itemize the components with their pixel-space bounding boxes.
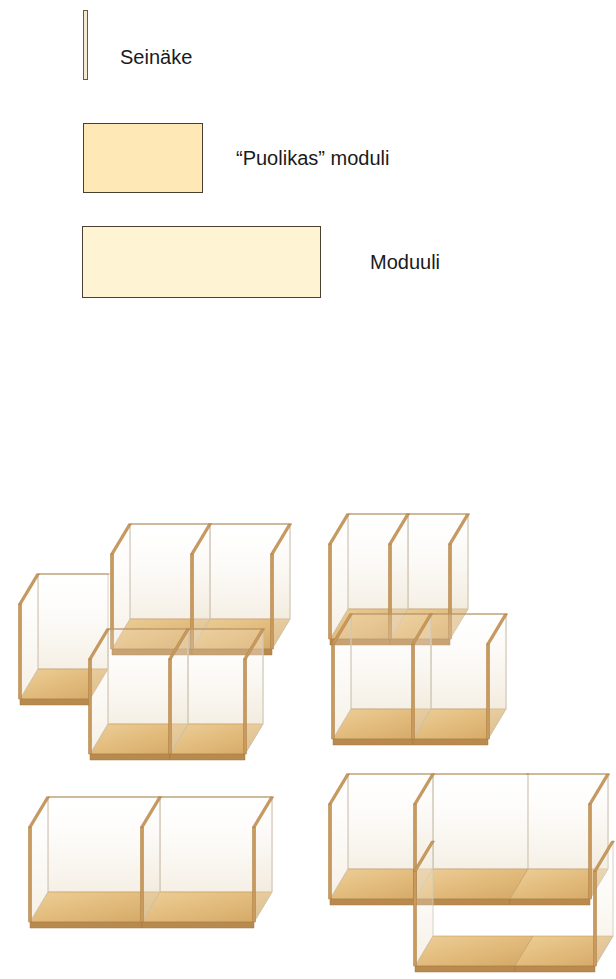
half-module-swatch (83, 123, 203, 193)
module-part (37, 574, 110, 575)
module-part (169, 659, 172, 754)
module-part (333, 739, 413, 745)
module-part (329, 544, 332, 639)
module-part (330, 774, 348, 899)
module-part (29, 797, 50, 827)
module-part (433, 774, 528, 869)
module-part (415, 966, 515, 972)
module-part (170, 754, 245, 760)
module-part (209, 524, 292, 525)
module-part (30, 797, 48, 922)
module-part (589, 774, 610, 804)
module-part (347, 774, 435, 775)
legend-label: Seinäke (120, 45, 192, 69)
module-part (432, 774, 530, 775)
module-part (350, 614, 433, 615)
module-part (20, 574, 38, 699)
module-part (89, 659, 92, 754)
module-part (329, 774, 350, 804)
module-part (414, 841, 435, 871)
module-part (594, 841, 615, 871)
module-part (594, 871, 597, 966)
module-part (527, 774, 610, 775)
module-part (111, 524, 132, 554)
module-part (272, 524, 290, 649)
module-part (589, 804, 592, 899)
module-part (159, 797, 274, 798)
module-part (170, 629, 188, 754)
module-part (415, 841, 433, 966)
legend-label: Moduuli (370, 250, 440, 274)
module-part (488, 614, 506, 739)
module-part (271, 554, 274, 649)
module-swatch (82, 226, 321, 298)
module-part (414, 774, 435, 804)
module-part (191, 524, 212, 554)
module-part (187, 629, 265, 630)
module-part (487, 644, 490, 739)
module-part (19, 574, 40, 604)
module-part (595, 841, 613, 966)
module-part (129, 524, 212, 525)
module-part (244, 659, 247, 754)
module-part (330, 899, 415, 905)
module-part (253, 797, 274, 827)
wall-sample (83, 10, 88, 80)
module-part (254, 797, 272, 922)
module-part (389, 514, 410, 544)
module-part (412, 614, 433, 644)
module-part (30, 922, 142, 928)
module-part (141, 797, 162, 827)
module-part (414, 871, 417, 966)
module-part (20, 699, 90, 705)
module-part (271, 524, 292, 554)
module-part (449, 514, 470, 544)
module-part (142, 922, 254, 928)
module-part (89, 629, 110, 659)
module-part (253, 827, 256, 922)
module-part (430, 614, 508, 615)
module-part (19, 604, 22, 699)
module-part (332, 644, 335, 739)
module-part (330, 514, 348, 639)
module-part (107, 629, 190, 630)
module-part (413, 614, 431, 739)
module-part (415, 936, 533, 966)
module-part (245, 629, 263, 754)
module-part (329, 514, 350, 544)
module-part (329, 804, 332, 899)
module-part (141, 827, 144, 922)
module-part (407, 514, 470, 515)
module-part (244, 629, 265, 659)
module-part (347, 514, 410, 515)
module-part (413, 739, 488, 745)
module-part (333, 614, 351, 739)
module-part (90, 629, 108, 754)
module-part (332, 614, 353, 644)
legend-label: “Puolikas” moduli (236, 146, 389, 170)
module-part (142, 797, 160, 922)
module-part (487, 614, 508, 644)
module-part (515, 966, 595, 972)
module-part (90, 754, 170, 760)
module-part (412, 644, 415, 739)
module-part (510, 899, 590, 905)
module-part (47, 797, 162, 798)
module-part (29, 827, 32, 922)
module-part (169, 629, 190, 659)
